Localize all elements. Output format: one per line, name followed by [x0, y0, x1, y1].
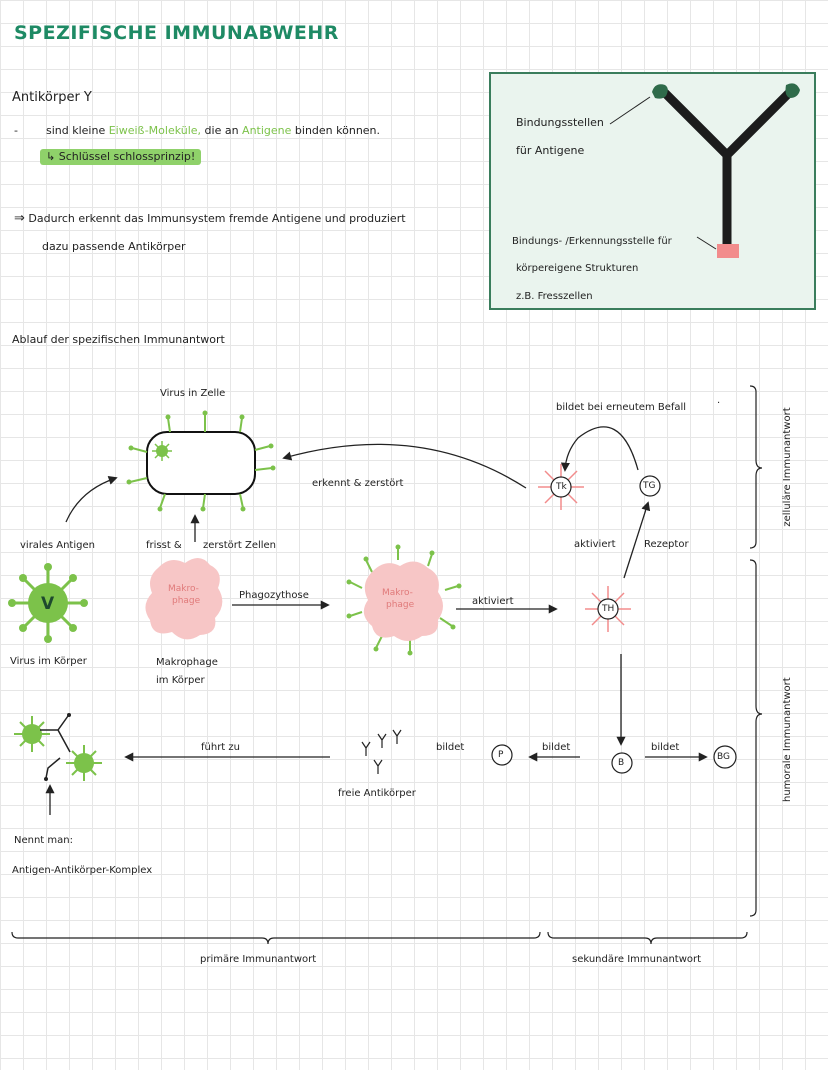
- arrow-antigen-to-cell: [65, 475, 118, 523]
- label-tg: TG: [643, 481, 656, 491]
- binding-label-1: Bindungsstellen: [516, 116, 604, 129]
- label-komplex: Antigen-Antikörper-Komplex: [12, 865, 153, 876]
- label-freie-antikoerper: freie Antikörper: [338, 788, 416, 799]
- label-bildet-2: bildet: [542, 742, 571, 753]
- free-antibodies-icon: [361, 729, 402, 774]
- t-helper-cell: [585, 586, 631, 632]
- label-makrophage-koerper-1: Makrophage: [156, 657, 218, 668]
- t-killer-cell: [538, 464, 584, 510]
- label-bg: BG: [717, 752, 730, 762]
- antikoerper-line2: ↳ Schlüssel schlossprinzip!: [40, 149, 202, 165]
- label-macro1-b: phage: [172, 596, 201, 606]
- label-primaer: primäre Immunantwort: [200, 954, 317, 965]
- page-title: SPEZIFISCHE IMMUNABWEHR: [14, 22, 339, 44]
- label-bildet-1: bildet: [436, 742, 465, 753]
- label-phagozythose: Phagozythose: [239, 590, 309, 601]
- label-bildet-3: bildet: [651, 742, 680, 753]
- arrow-erkennt: [282, 443, 527, 489]
- t-memory-cell: [639, 475, 661, 497]
- recog-label-3: z.B. Fresszellen: [516, 291, 593, 302]
- antikoerper-line4: dazu passende Antikörper: [42, 240, 186, 253]
- macrophage-blob: [145, 557, 223, 640]
- label-p: P: [498, 750, 504, 760]
- antikoerper-line1: sind kleine Eiweiß-Moleküle, die an Anti…: [46, 124, 380, 137]
- label-makrophage-koerper-2: im Körper: [156, 675, 205, 686]
- label-erkennt: erkennt & zerstört: [312, 478, 404, 489]
- arrow-erneuter-befall: [560, 426, 639, 472]
- label-bildet-befall: bildet bei erneutem Befall: [556, 402, 687, 413]
- line1-d: Antigene: [242, 124, 292, 137]
- virus-icon: [8, 563, 88, 643]
- plasma-cell: [491, 744, 513, 766]
- label-macro2-a: Makro-: [382, 588, 413, 598]
- infected-cell: [126, 410, 276, 512]
- label-macro1-a: Makro-: [168, 584, 199, 594]
- binding-label-2: für Antigene: [516, 144, 585, 157]
- label-aktiviert-2: aktiviert: [574, 539, 616, 550]
- label-virales-antigen: virales Antigen: [20, 540, 95, 551]
- label-humoral: humorale Immunantwort: [782, 677, 793, 802]
- line3-text: Dadurch erkennt das Immunsystem fremde A…: [28, 212, 406, 225]
- line2-text: Schlüssel schlossprinzip!: [58, 150, 196, 163]
- antikoerper-line3: ⇒ Dadurch erkennt das Immunsystem fremde…: [14, 211, 406, 227]
- b-memory-cell: [713, 745, 737, 769]
- label-macro2-b: phage: [386, 600, 415, 610]
- bullet-dash: -: [14, 124, 18, 137]
- label-rezeptor: Rezeptor: [644, 539, 689, 550]
- antibody-y-icon: [652, 83, 800, 258]
- label-zellulaer: zelluläre Immunantwort: [782, 407, 793, 527]
- line1-b: Eiweiß-Moleküle,: [108, 124, 202, 137]
- label-b: B: [618, 758, 625, 768]
- label-befall-dot: ·: [717, 398, 721, 409]
- b-cell: [611, 752, 633, 774]
- recog-label-1: Bindungs- /Erkennungsstelle für: [512, 236, 672, 247]
- line3-arrow: ⇒: [14, 211, 25, 226]
- line2-highlight: ↳ Schlüssel schlossprinzip!: [40, 149, 202, 165]
- label-frisst: frisst &: [146, 540, 182, 551]
- antibody-info-box: [489, 72, 816, 310]
- label-nennt-man: Nennt man:: [14, 835, 73, 846]
- line1-c: die an: [204, 124, 239, 137]
- label-aktiviert-1: aktiviert: [472, 596, 514, 607]
- recog-pointer: [696, 236, 717, 250]
- activated-macrophage: [346, 544, 462, 656]
- line1-a: sind kleine: [46, 124, 106, 137]
- line2-arrow: ↳: [46, 150, 56, 163]
- label-virus-im-koerper: Virus im Körper: [10, 656, 87, 667]
- arrow-th-to-tg: [623, 501, 651, 579]
- antikoerper-heading: Antikörper Y: [12, 90, 92, 105]
- recog-label-2: körpereigene Strukturen: [516, 263, 639, 274]
- brace-zellulaer: [749, 385, 763, 549]
- label-zerstoert-zellen: zerstört Zellen: [203, 540, 277, 551]
- brace-sekundaer: [547, 931, 748, 945]
- label-sekundaer: sekundäre Immunantwort: [572, 954, 702, 965]
- binding-pointer: [609, 96, 651, 125]
- brace-humoral: [749, 559, 763, 917]
- label-fuehrt-zu: führt zu: [201, 742, 240, 753]
- label-th: TH: [602, 604, 615, 614]
- virus-letter: V: [41, 594, 55, 614]
- antigen-antibody-complex: [14, 713, 102, 781]
- brace-primaer: [11, 931, 541, 945]
- section-title: Ablauf der spezifischen Immunantwort: [12, 333, 225, 346]
- line1-e: binden können.: [294, 124, 381, 137]
- label-tk: Tk: [556, 482, 567, 492]
- label-virus-in-zelle: Virus in Zelle: [160, 388, 226, 399]
